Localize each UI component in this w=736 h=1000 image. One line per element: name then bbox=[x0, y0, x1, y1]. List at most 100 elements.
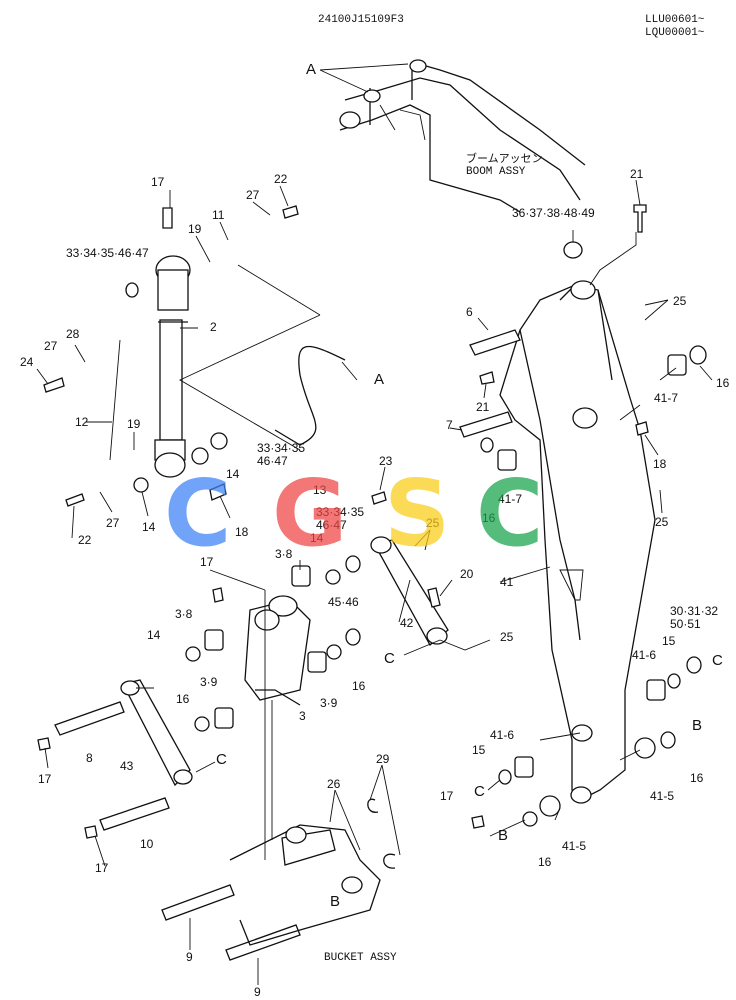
callout-25: 25 bbox=[655, 515, 669, 529]
callout-2: 2 bbox=[210, 320, 217, 334]
callout-3-8: 3·8 bbox=[175, 607, 193, 621]
boom-assy-label-en: BOOM ASSY bbox=[466, 166, 526, 178]
watermark-letter-s: S bbox=[384, 460, 450, 567]
link-42 bbox=[370, 536, 449, 647]
callout-group-36-49: 36·37·38·48·49 bbox=[512, 206, 595, 220]
serial-range-line-1: LLU00601~ bbox=[645, 14, 705, 26]
callout-15: 15 bbox=[472, 743, 486, 757]
serial-range-line-2: LQU00001~ bbox=[645, 27, 705, 39]
callout-3-9: 3·9 bbox=[320, 696, 338, 710]
leader-lines bbox=[36, 179, 713, 985]
callout-group-45-46: 45·46 bbox=[328, 595, 359, 609]
callout-41: 41 bbox=[500, 575, 514, 589]
callout-21: 21 bbox=[630, 167, 644, 181]
callout-18: 18 bbox=[235, 525, 249, 539]
callout-13: 13 bbox=[313, 483, 327, 497]
callout-group-33-47: 33·34·35·46·47 bbox=[66, 246, 149, 260]
callout-11: 11 bbox=[212, 208, 225, 222]
callout-27: 27 bbox=[44, 339, 58, 353]
ref-C-link: C bbox=[384, 650, 395, 667]
callout-41-6: 41-6 bbox=[632, 648, 656, 662]
callout-9: 9 bbox=[254, 985, 261, 999]
callout-25: 25 bbox=[673, 294, 687, 308]
callout-27: 27 bbox=[106, 516, 120, 530]
arm-body bbox=[499, 280, 656, 804]
callout-group-30-32: 30·31·32 bbox=[670, 604, 718, 618]
callout-14: 14 bbox=[310, 531, 324, 545]
callout-19: 19 bbox=[127, 417, 141, 431]
callout-14: 14 bbox=[142, 520, 156, 534]
callout-18: 18 bbox=[653, 457, 667, 471]
callout-3: 3 bbox=[299, 709, 306, 723]
boom-assy-label-jp: ブームアッセン bbox=[466, 151, 543, 166]
callout-41-5: 41-5 bbox=[650, 789, 674, 803]
callout-16: 16 bbox=[538, 855, 552, 869]
ref-C-left: C bbox=[216, 751, 227, 768]
callout-16: 16 bbox=[352, 679, 366, 693]
callout-20: 20 bbox=[460, 567, 474, 581]
callout-25: 25 bbox=[426, 516, 440, 530]
callout-14: 14 bbox=[226, 467, 240, 481]
callout-21: 21 bbox=[476, 400, 490, 414]
callout-29: 29 bbox=[376, 752, 390, 766]
ref-A-top: A bbox=[306, 61, 316, 78]
callout-41-5: 41-5 bbox=[562, 839, 586, 853]
watermark-logo: C G S C bbox=[164, 460, 544, 567]
ref-C-lower: C bbox=[474, 783, 485, 800]
callout-41-7: 41-7 bbox=[654, 391, 678, 405]
hose-13 bbox=[274, 345, 346, 446]
callout-22: 22 bbox=[78, 533, 92, 547]
callout-28: 28 bbox=[66, 327, 80, 341]
callout-22: 22 bbox=[274, 172, 288, 186]
ref-B-bucket: B bbox=[330, 893, 340, 910]
callout-group-33-35: 33·34·35 bbox=[316, 505, 364, 519]
callout-43: 43 bbox=[120, 759, 134, 773]
pins bbox=[54, 329, 521, 961]
callout-24: 24 bbox=[20, 355, 34, 369]
callout-17: 17 bbox=[38, 772, 52, 786]
callout-17: 17 bbox=[440, 789, 454, 803]
callout-19: 19 bbox=[188, 222, 202, 236]
callout-15: 15 bbox=[662, 634, 676, 648]
callout-10: 10 bbox=[140, 837, 154, 851]
callout-group-33-35: 33·34·35 bbox=[257, 441, 305, 455]
callout-9: 9 bbox=[186, 950, 193, 964]
callout-26: 26 bbox=[327, 777, 341, 791]
boom-assembly bbox=[339, 59, 586, 213]
callout-41-7: 41-7 bbox=[498, 492, 522, 506]
watermark-letter-g: G bbox=[272, 460, 348, 567]
callout-12: 12 bbox=[75, 415, 89, 429]
arm-cylinder bbox=[154, 255, 191, 478]
callout-42: 42 bbox=[400, 616, 414, 630]
callout-17: 17 bbox=[95, 861, 109, 875]
small-parts bbox=[37, 204, 707, 839]
link-43 bbox=[120, 679, 193, 787]
link-3 bbox=[244, 595, 311, 706]
callout-16: 16 bbox=[482, 511, 496, 525]
callout-17: 17 bbox=[151, 175, 165, 189]
callout-3-8: 3·8 bbox=[275, 547, 293, 561]
callout-16: 16 bbox=[716, 376, 730, 390]
callout-labels: 17 22 27 11 19 33·34·35·46·47 2 28 27 24… bbox=[20, 167, 730, 999]
callout-group-50-51: 50·51 bbox=[670, 617, 701, 631]
callout-23: 23 bbox=[379, 454, 393, 468]
watermark-letter-c1: C bbox=[164, 460, 232, 567]
ref-C-right: C bbox=[712, 652, 723, 669]
bucket-assy-label: BUCKET ASSY bbox=[324, 952, 397, 964]
callout-6: 6 bbox=[466, 305, 473, 319]
watermark-letter-c2: C bbox=[476, 460, 544, 567]
callout-8: 8 bbox=[86, 751, 93, 765]
callout-16: 16 bbox=[690, 771, 704, 785]
bucket-assembly bbox=[229, 798, 396, 946]
ref-B-lower: B bbox=[498, 827, 508, 844]
ref-A-hose: A bbox=[374, 371, 384, 388]
callout-14: 14 bbox=[147, 628, 161, 642]
callout-group-46-47: 46·47 bbox=[257, 454, 288, 468]
drawing-number: 24100J15109F3 bbox=[318, 14, 404, 26]
callout-27: 27 bbox=[246, 188, 260, 202]
callout-group-46-47: 46·47 bbox=[316, 518, 347, 532]
callout-41-6: 41-6 bbox=[490, 728, 514, 742]
callout-25: 25 bbox=[500, 630, 514, 644]
ref-B-right: B bbox=[692, 717, 702, 734]
